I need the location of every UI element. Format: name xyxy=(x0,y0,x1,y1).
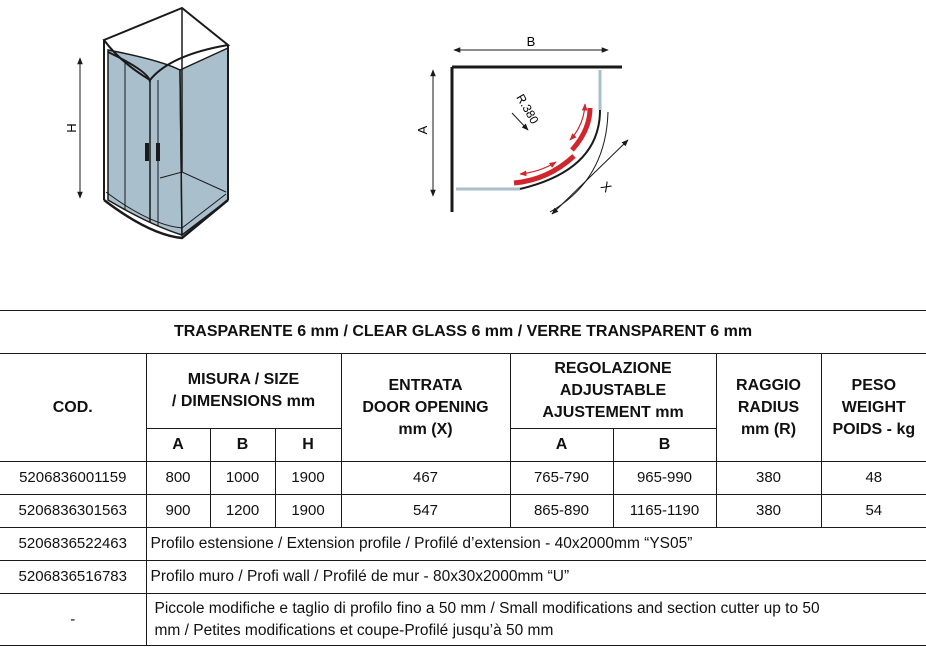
header-entrata-line2: DOOR OPENING xyxy=(362,398,489,416)
header-raggio-line2: RADIUS xyxy=(737,398,800,416)
row-a: 800 xyxy=(145,461,211,495)
enclosure-isometric xyxy=(102,6,231,240)
enclosure-plan-view xyxy=(450,65,622,213)
row-b: 1000 xyxy=(209,461,276,495)
header-regolazione: REGOLAZIONE ADJUSTABLE AJUSTEMENT mm xyxy=(509,353,717,429)
label-radius: R.380 xyxy=(513,92,541,127)
accessory-cod: 5206836522463 xyxy=(0,527,147,561)
note-row: - Piccole modifiche e taglio di profilo … xyxy=(0,593,926,646)
row-b: 1200 xyxy=(209,494,276,528)
row-entrata: 467 xyxy=(340,461,511,495)
table-row: 5206836301563 900 1200 1900 547 865-890 … xyxy=(0,494,926,528)
header-reg-line3: AJUSTEMENT mm xyxy=(542,404,684,421)
row-reg-a: 765-790 xyxy=(509,461,614,495)
header-size-line1: MISURA / SIZE xyxy=(187,371,300,388)
product-drawing: H B A X R.380 xyxy=(64,6,629,240)
label-x: X xyxy=(598,178,615,195)
header-size-h: H xyxy=(274,428,342,462)
table-row: 5206836001159 800 1000 1900 467 765-790 … xyxy=(0,461,926,495)
note-cod: - xyxy=(0,593,147,646)
note-desc: Piccole modifiche e taglio di profilo fi… xyxy=(145,593,926,646)
header-reg-line2: ADJUSTABLE xyxy=(559,382,667,399)
spec-table: TRASPARENTE 6 mm / CLEAR GLASS 6 mm / VE… xyxy=(0,310,926,646)
header-peso: PESO WEIGHT POIDS - kg xyxy=(820,353,926,462)
row-reg-b: 1165-1190 xyxy=(612,494,717,528)
row-raggio: 380 xyxy=(715,461,822,495)
header-entrata-line3: mm (X) xyxy=(398,420,453,438)
row-raggio: 380 xyxy=(715,494,822,528)
accessory-row: 5206836522463 Profilo estensione / Exten… xyxy=(0,527,926,561)
row-peso: 54 xyxy=(820,494,926,528)
header-peso-line3: POIDS - kg xyxy=(832,420,916,438)
row-reg-a: 865-890 xyxy=(509,494,614,528)
row-cod: 5206836001159 xyxy=(0,461,147,495)
label-a: A xyxy=(415,125,430,134)
header-raggio-line1: RAGGIO xyxy=(736,376,801,394)
row-h: 1900 xyxy=(274,461,342,495)
row-peso: 48 xyxy=(820,461,926,495)
header-reg-line1: REGOLAZIONE xyxy=(554,360,672,377)
header-peso-line1: PESO xyxy=(851,376,897,394)
header-reg-b: B xyxy=(612,428,717,462)
accessory-cod: 5206836516783 xyxy=(0,560,147,594)
row-cod: 5206836301563 xyxy=(0,494,147,528)
header-cod: COD. xyxy=(0,353,147,462)
row-a: 900 xyxy=(145,494,211,528)
row-h: 1900 xyxy=(274,494,342,528)
label-h: H xyxy=(64,123,79,132)
header-peso-line2: WEIGHT xyxy=(841,398,906,416)
accessory-desc: Profilo muro / Profi wall / Profilé de m… xyxy=(145,560,926,594)
header-reg-a: A xyxy=(509,428,614,462)
header-size-b: B xyxy=(209,428,276,462)
header-raggio: RAGGIO RADIUS mm (R) xyxy=(715,353,822,462)
header-size-line2: / DIMENSIONS mm xyxy=(171,393,316,410)
accessory-desc: Profilo estensione / Extension profile /… xyxy=(145,527,926,561)
row-entrata: 547 xyxy=(340,494,511,528)
note-line1: Piccole modifiche e taglio di profilo fi… xyxy=(154,599,820,617)
header-entrata-line1: ENTRATA xyxy=(388,376,463,394)
header-raggio-line3: mm (R) xyxy=(740,420,797,438)
label-b: B xyxy=(527,34,536,49)
header-size: MISURA / SIZE / DIMENSIONS mm xyxy=(145,353,342,429)
header-size-a: A xyxy=(145,428,211,462)
accessory-row: 5206836516783 Profilo muro / Profi wall … xyxy=(0,560,926,594)
row-reg-b: 965-990 xyxy=(612,461,717,495)
header-entrata: ENTRATA DOOR OPENING mm (X) xyxy=(340,353,511,462)
note-line2: mm / Petites modifications et coupe-Prof… xyxy=(154,621,554,639)
table-title: TRASPARENTE 6 mm / CLEAR GLASS 6 mm / VE… xyxy=(0,310,926,354)
